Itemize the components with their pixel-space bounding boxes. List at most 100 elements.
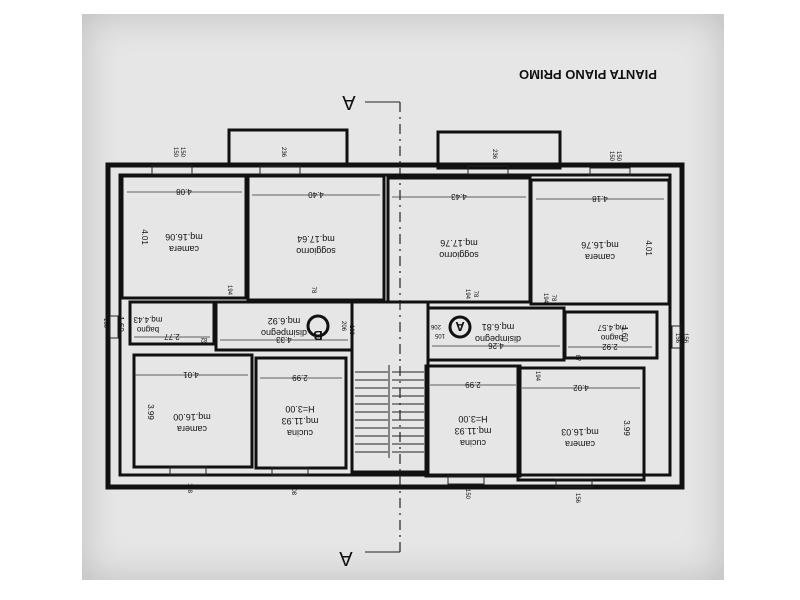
svg-text:cucina: cucina <box>287 428 313 438</box>
unit-label-a: A <box>455 319 465 334</box>
room-label-r6: disimpegno mq.6.92 <box>261 316 307 338</box>
svg-text:mq.17.64: mq.17.64 <box>297 234 335 244</box>
opening-label: 156 <box>674 333 680 344</box>
svg-text:mq.16.76: mq.16.76 <box>581 240 619 250</box>
svg-text:H=3.00: H=3.00 <box>285 404 314 414</box>
svg-text:mq.16.06: mq.16.06 <box>165 232 203 242</box>
unit-marker-a <box>448 315 472 339</box>
opening-label: 108 <box>290 485 296 496</box>
opening-label: 150 <box>172 147 178 158</box>
room-label-r8: bagno mq.4.57 <box>597 323 626 342</box>
section-label-top: A <box>342 91 356 113</box>
dim-r12: 4.02 <box>573 383 589 392</box>
svg-text:mq.11.93: mq.11.93 <box>282 416 319 426</box>
door-label: 105 <box>434 332 445 338</box>
svg-text:H=3.00: H=3.00 <box>458 414 487 424</box>
dim-r5: 2.77 <box>164 332 180 341</box>
opening-label: 236 <box>491 149 497 160</box>
dim-r3: 4.43 <box>451 192 467 201</box>
svg-text:mq.17.76: mq.17.76 <box>440 238 478 248</box>
door-label: 206 <box>340 321 346 332</box>
dimension-lines <box>127 191 664 389</box>
room-r8 <box>563 310 659 360</box>
unit-label-b: B <box>313 328 322 343</box>
opening-label: 150 <box>464 489 470 500</box>
svg-text:soggiorno: soggiorno <box>296 246 336 256</box>
door-label: 194 <box>464 289 470 300</box>
svg-text:camera: camera <box>585 252 615 262</box>
side-r9: 3.99 <box>146 404 155 420</box>
room-label-r9: camera mq.16.00 <box>173 412 211 434</box>
svg-text:soggiorno: soggiorno <box>439 250 479 260</box>
windows <box>109 165 681 488</box>
svg-text:disimpegno: disimpegno <box>261 328 307 338</box>
dim-r2: 4.40 <box>308 190 324 199</box>
room-r12 <box>516 366 646 482</box>
door-label: 206 <box>430 323 441 329</box>
room-r5 <box>128 300 216 346</box>
svg-text:bagno: bagno <box>600 333 623 342</box>
door-label: 82 <box>200 336 207 342</box>
room-label-r12: camera mq.16.03 <box>561 427 599 449</box>
balcony-left <box>227 128 349 168</box>
door-label: 78 <box>472 291 478 298</box>
side-r1: 4.01 <box>140 229 149 245</box>
svg-text:mq.16.00: mq.16.00 <box>173 412 211 422</box>
opening-label: 150 <box>615 151 621 162</box>
opening-label: 236 <box>280 147 286 158</box>
room-label-r3: soggiorno mq.17.76 <box>439 238 479 260</box>
dim-r4: 4.18 <box>592 194 608 203</box>
svg-text:mq.11.93: mq.11.93 <box>455 426 492 436</box>
side-r8: 1.60 <box>620 326 629 342</box>
room-label-r4: camera mq.16.76 <box>581 240 619 262</box>
door-label: 78 <box>310 287 316 294</box>
opening-label: 150 <box>102 318 108 329</box>
door-label: 78 <box>550 295 556 302</box>
inner-perimeter <box>118 173 672 477</box>
dim-r1: 4.08 <box>176 187 192 196</box>
room-label-r11: cucina mq.11.93 H=3.00 <box>455 414 492 448</box>
svg-text:camera: camera <box>565 439 595 449</box>
section-label-bottom: A <box>339 547 353 569</box>
room-label-r1: camera mq.16.06 <box>165 232 203 254</box>
svg-text:mq.4.57: mq.4.57 <box>597 323 626 332</box>
room-r10 <box>254 356 348 470</box>
opening-label: 156 <box>574 493 580 504</box>
room-r4 <box>529 178 671 306</box>
svg-text:camera: camera <box>169 244 199 254</box>
svg-text:disimpegno: disimpegno <box>475 334 521 344</box>
svg-text:mq.4.43: mq.4.43 <box>133 315 162 324</box>
room-label-r10: cucina mq.11.93 H=3.00 <box>282 404 319 438</box>
balcony-right <box>436 130 562 170</box>
room-r7 <box>426 306 566 362</box>
outer-wall <box>105 162 685 490</box>
door-label: 87 <box>574 355 580 362</box>
stair-treads <box>355 365 424 458</box>
side-r5: 1.60 <box>116 316 125 332</box>
door-label: 194 <box>542 293 548 304</box>
door-label: 109 <box>348 325 354 336</box>
dim-r8: 2.92 <box>602 342 618 351</box>
svg-text:mq.6.92: mq.6.92 <box>268 316 301 326</box>
dim-r6: 4.33 <box>276 335 292 344</box>
stair-core <box>350 300 430 474</box>
opening-label: 156 <box>682 333 688 344</box>
svg-text:cucina: cucina <box>460 438 486 448</box>
plan-title: PIANTA PIANO PRIMO <box>519 67 657 82</box>
dim-r10: 2.99 <box>292 373 308 382</box>
room-r2 <box>246 174 386 302</box>
room-label-r2: soggiorno mq.17.64 <box>296 234 336 256</box>
room-label-r7: disimpegno mq.6.81 <box>475 322 521 344</box>
dim-r7: 4.26 <box>488 341 504 350</box>
svg-text:camera: camera <box>177 424 207 434</box>
opening-label: 150 <box>608 151 614 162</box>
side-r12: 3.99 <box>622 420 631 436</box>
svg-text:mq.6.81: mq.6.81 <box>482 322 515 332</box>
svg-text:mq.16.03: mq.16.03 <box>561 427 599 437</box>
opening-label: 108 <box>186 483 192 494</box>
door-label: 194 <box>226 285 232 296</box>
unit-marker-b <box>306 314 330 338</box>
room-r1 <box>120 174 248 300</box>
dim-r9: 4.01 <box>183 370 199 379</box>
